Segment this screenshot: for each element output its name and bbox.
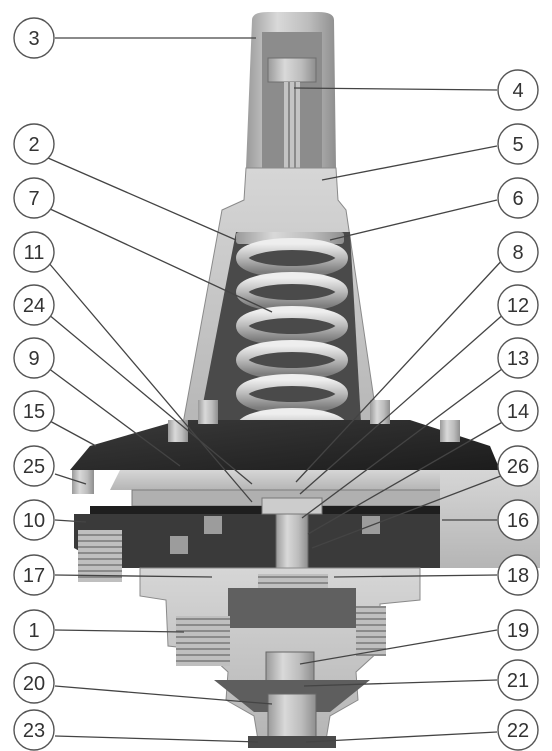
callout-3: 3 [13, 17, 55, 59]
svg-text:2: 2 [28, 134, 39, 156]
svg-text:11: 11 [24, 242, 45, 264]
callout-18: 18 [497, 554, 539, 596]
svg-text:1: 1 [28, 620, 39, 642]
svg-text:17: 17 [23, 565, 45, 587]
outlet-port-thread [356, 606, 386, 656]
svg-text:12: 12 [507, 295, 529, 317]
svg-text:22: 22 [507, 720, 529, 742]
svg-text:19: 19 [507, 620, 529, 642]
callout-19: 19 [497, 609, 539, 651]
callout-25: 25 [13, 445, 55, 487]
callout-24: 24 [13, 284, 55, 326]
upper-flange [70, 420, 500, 470]
regulator-illustration [70, 12, 540, 748]
callout-13: 13 [497, 337, 539, 379]
svg-text:3: 3 [28, 28, 39, 50]
callout-4: 4 [497, 69, 539, 111]
flange-bolts [72, 400, 460, 494]
svg-text:4: 4 [512, 80, 523, 102]
inlet-thread [78, 530, 122, 582]
callout-8: 8 [497, 231, 539, 273]
svg-text:20: 20 [23, 673, 45, 695]
outlet-body [440, 470, 540, 568]
svg-text:13: 13 [507, 348, 529, 370]
stem-nut [261, 497, 323, 515]
svg-text:8: 8 [512, 242, 523, 264]
leader-lines [47, 37, 507, 743]
callout-16: 16 [497, 499, 539, 541]
svg-text:24: 24 [23, 295, 45, 317]
valve-disk [265, 651, 315, 683]
callout-1: 1 [13, 609, 55, 651]
svg-text:21: 21 [507, 670, 529, 692]
svg-text:26: 26 [507, 456, 529, 478]
callout-14: 14 [497, 390, 539, 432]
callouts-right: 4 5 6 8 12 13 14 26 16 18 19 21 22 [497, 69, 539, 751]
callout-12: 12 [497, 284, 539, 326]
callout-10: 10 [13, 499, 55, 541]
callout-5: 5 [497, 123, 539, 165]
svg-text:6: 6 [512, 188, 523, 210]
seat-cavity [228, 588, 356, 628]
bottom-cap [248, 736, 336, 748]
svg-text:7: 7 [28, 188, 39, 210]
callout-23: 23 [13, 709, 55, 751]
svg-text:9: 9 [28, 348, 39, 370]
callout-9: 9 [13, 337, 55, 379]
svg-text:23: 23 [23, 720, 45, 742]
bolt-head [267, 57, 317, 83]
callout-2: 2 [13, 123, 55, 165]
inlet-port-thread [176, 616, 230, 666]
seat-thread [258, 574, 328, 588]
callout-6: 6 [497, 177, 539, 219]
upper-flange-cut [110, 470, 470, 490]
callout-20: 20 [13, 662, 55, 704]
svg-text:25: 25 [23, 456, 45, 478]
svg-text:10: 10 [23, 510, 45, 532]
svg-text:15: 15 [23, 401, 45, 423]
callout-7: 7 [13, 177, 55, 219]
callout-22: 22 [497, 709, 539, 751]
callout-15: 15 [13, 390, 55, 432]
svg-text:16: 16 [507, 510, 529, 532]
callout-17: 17 [13, 554, 55, 596]
callout-11: 11 [13, 231, 55, 273]
callout-21: 21 [497, 659, 539, 701]
svg-text:5: 5 [512, 134, 523, 156]
svg-text:18: 18 [507, 565, 529, 587]
lower-plug [267, 693, 317, 741]
callout-26: 26 [497, 445, 539, 487]
svg-text:14: 14 [507, 401, 529, 423]
callouts-left: 3 2 7 11 24 9 15 25 10 17 1 20 23 [13, 17, 55, 751]
